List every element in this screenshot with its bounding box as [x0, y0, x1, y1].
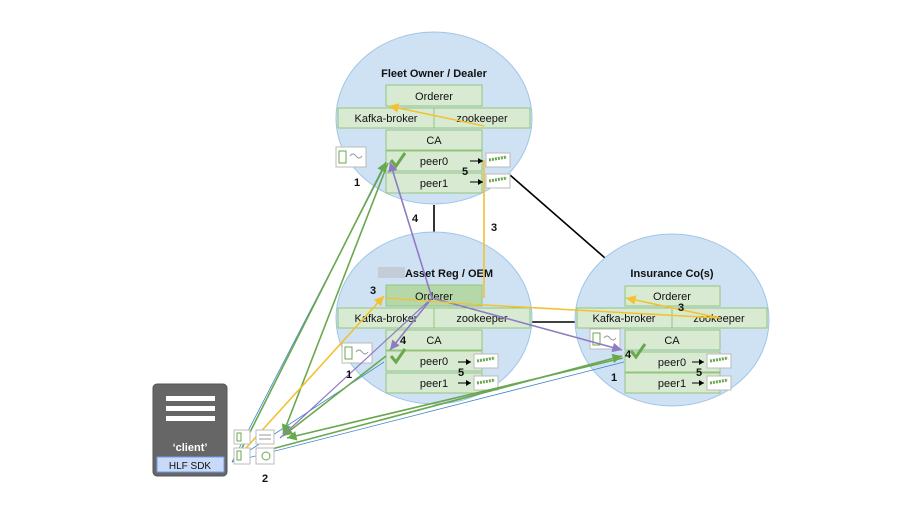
org-fleet-title: Fleet Owner / Dealer — [381, 68, 487, 80]
org-asset-orderer: Orderer — [415, 291, 453, 303]
org-fleet-kafka: Kafka-broker — [355, 113, 418, 125]
certificate-icon — [255, 447, 275, 465]
org-asset-zookeeper: zookeeper — [456, 313, 508, 325]
ledger-icon — [706, 353, 732, 369]
flow-blue-insurance — [231, 361, 625, 463]
sdk-label: HLF SDK — [169, 461, 212, 472]
certificate-icon — [341, 342, 373, 364]
org-insurance-peer0: peer0 — [658, 357, 686, 369]
client-label: ‘client’ — [173, 442, 208, 454]
org-asset-ca: CA — [426, 335, 442, 347]
org-fleet-peer0: peer0 — [420, 156, 448, 168]
step-label: 5 — [696, 367, 702, 379]
sdk-box — [156, 456, 225, 473]
checkmark-icon — [629, 343, 647, 360]
org-insurance-kafka: Kafka-broker — [593, 313, 656, 325]
org-asset-kafka: Kafka-broker — [355, 313, 418, 325]
step-label: 4 — [400, 335, 407, 347]
certificate-icon — [233, 429, 251, 445]
org-fleet-ca: CA — [426, 135, 442, 147]
org-insurance-zookeeper: zookeeper — [693, 313, 745, 325]
org-fleet-zookeeper: zookeeper — [456, 113, 508, 125]
flow-purple-fleet — [388, 161, 433, 299]
org-insurance-ca: CA — [664, 335, 680, 347]
org-asset-peer0: peer0 — [420, 356, 448, 368]
org-insurance: Insurance Co(s) Orderer Kafka-broker zoo… — [574, 233, 770, 407]
step-label: 2 — [262, 473, 268, 485]
org-insurance-ca-box[interactable] — [624, 329, 721, 351]
org-fleet-peer1: peer1 — [420, 178, 448, 190]
ledger-icon — [473, 353, 499, 369]
client-node[interactable]: ‘client’ HLF SDK — [152, 383, 228, 477]
flow-purple-insurance — [431, 297, 623, 353]
certificate-icon — [233, 447, 251, 465]
flow-green-asset — [282, 355, 387, 437]
org-insurance-title: Insurance Co(s) — [630, 268, 713, 280]
step-label: 1 — [346, 369, 352, 381]
certificate-icon — [335, 146, 367, 168]
step-label: 5 — [462, 166, 468, 178]
step-label: 1 — [611, 372, 617, 384]
ledger-icon — [485, 173, 511, 189]
org-asset-orderer-box[interactable] — [385, 284, 483, 307]
step-label: 4 — [625, 349, 632, 361]
flow-green-up — [241, 161, 387, 449]
org-insurance-orderer-box[interactable] — [624, 285, 721, 307]
step-label: 4 — [412, 213, 419, 225]
flow-yellow-insurance — [483, 304, 721, 319]
checkmark-icon — [389, 348, 407, 365]
flow-yellow-asset-kafka — [385, 297, 485, 306]
org-fleet-ca-box[interactable] — [385, 129, 483, 151]
org-asset: Asset Reg / OEM Orderer Kafka-broker zoo… — [335, 231, 533, 405]
org-fleet-zookeeper-box[interactable] — [433, 107, 531, 129]
step-label: 3 — [370, 285, 376, 297]
org-insurance-peer1: peer1 — [658, 378, 686, 390]
server-icon — [166, 396, 215, 421]
ledger-icon — [473, 375, 499, 391]
redacted-text — [378, 267, 405, 278]
org-asset-zookeeper-box[interactable] — [433, 307, 531, 329]
ledger-icon — [706, 375, 732, 391]
flow-yellow-insurance-orderer — [625, 295, 721, 319]
org-asset-title: Asset Reg / OEM — [405, 268, 493, 280]
flow-yellow-client-orderer — [245, 295, 385, 449]
flow-green-up-insurance — [267, 353, 623, 451]
org-link-fleet-insurance — [509, 174, 606, 259]
ledger-icon — [485, 152, 511, 168]
org-fleet-orderer-box[interactable] — [385, 84, 483, 107]
step-label: 3 — [491, 222, 497, 234]
step-label: 5 — [458, 367, 464, 379]
flow-purple-asset — [389, 297, 433, 351]
org-asset-peer1: peer1 — [420, 378, 448, 390]
org-insurance-orderer: Orderer — [653, 291, 691, 303]
step-label: 3 — [678, 302, 684, 314]
certificate-icon — [255, 429, 275, 445]
step-label: 1 — [354, 177, 360, 189]
org-fleet-orderer: Orderer — [415, 91, 453, 103]
org-fleet: Fleet Owner / Dealer Orderer Kafka-broke… — [335, 31, 533, 205]
flow-purple-client — [279, 297, 433, 439]
flow-yellow-fleet-kafka — [388, 103, 485, 127]
